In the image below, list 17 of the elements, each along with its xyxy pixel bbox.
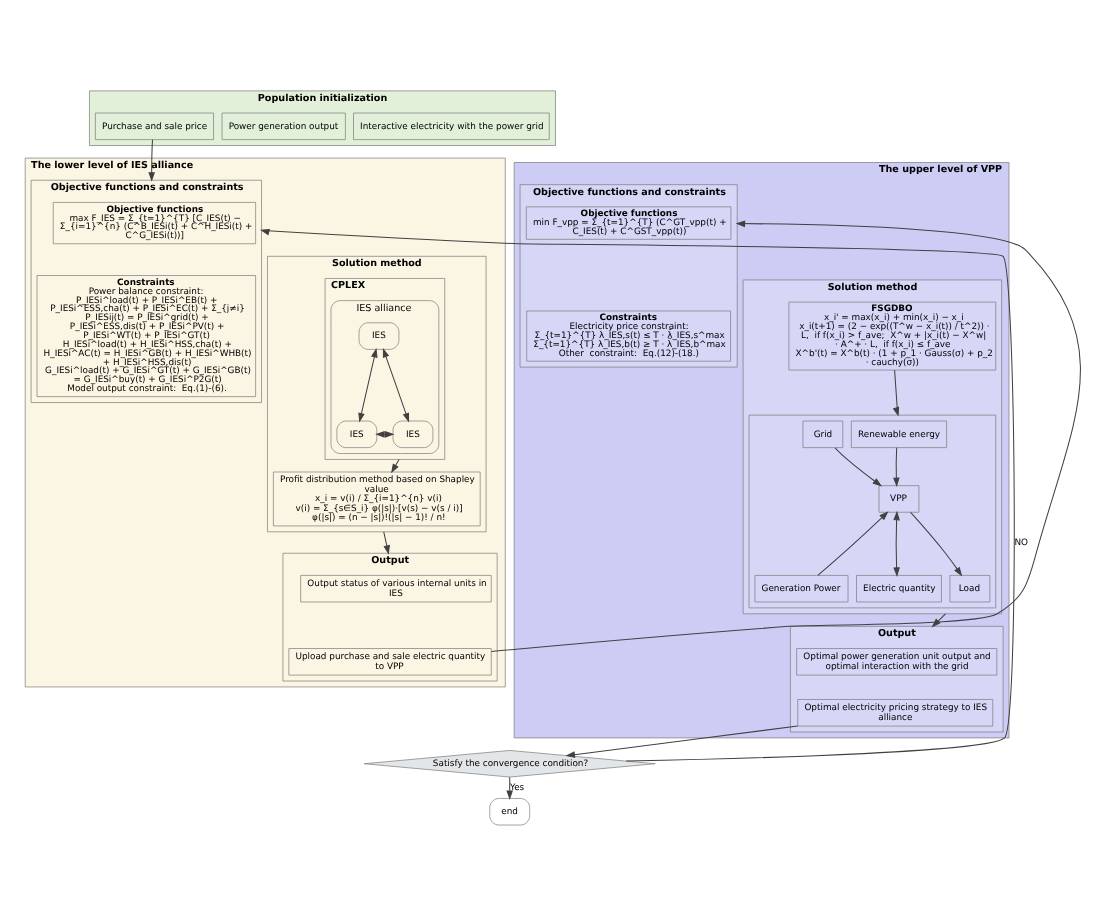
arrow <box>817 510 889 575</box>
arrow <box>358 346 378 422</box>
arrow <box>892 368 900 416</box>
arrow <box>383 530 390 554</box>
arrow <box>931 612 946 627</box>
arrow <box>490 219 1081 651</box>
arrow <box>893 446 900 486</box>
arrow <box>382 347 410 422</box>
arrow <box>148 138 155 181</box>
arrow <box>260 228 1015 761</box>
arrow <box>834 446 883 486</box>
arrow <box>910 510 963 576</box>
arrow <box>506 775 514 799</box>
arrow <box>565 724 799 757</box>
arrow <box>893 509 900 576</box>
cluster <box>748 413 997 608</box>
arrow <box>391 457 400 473</box>
